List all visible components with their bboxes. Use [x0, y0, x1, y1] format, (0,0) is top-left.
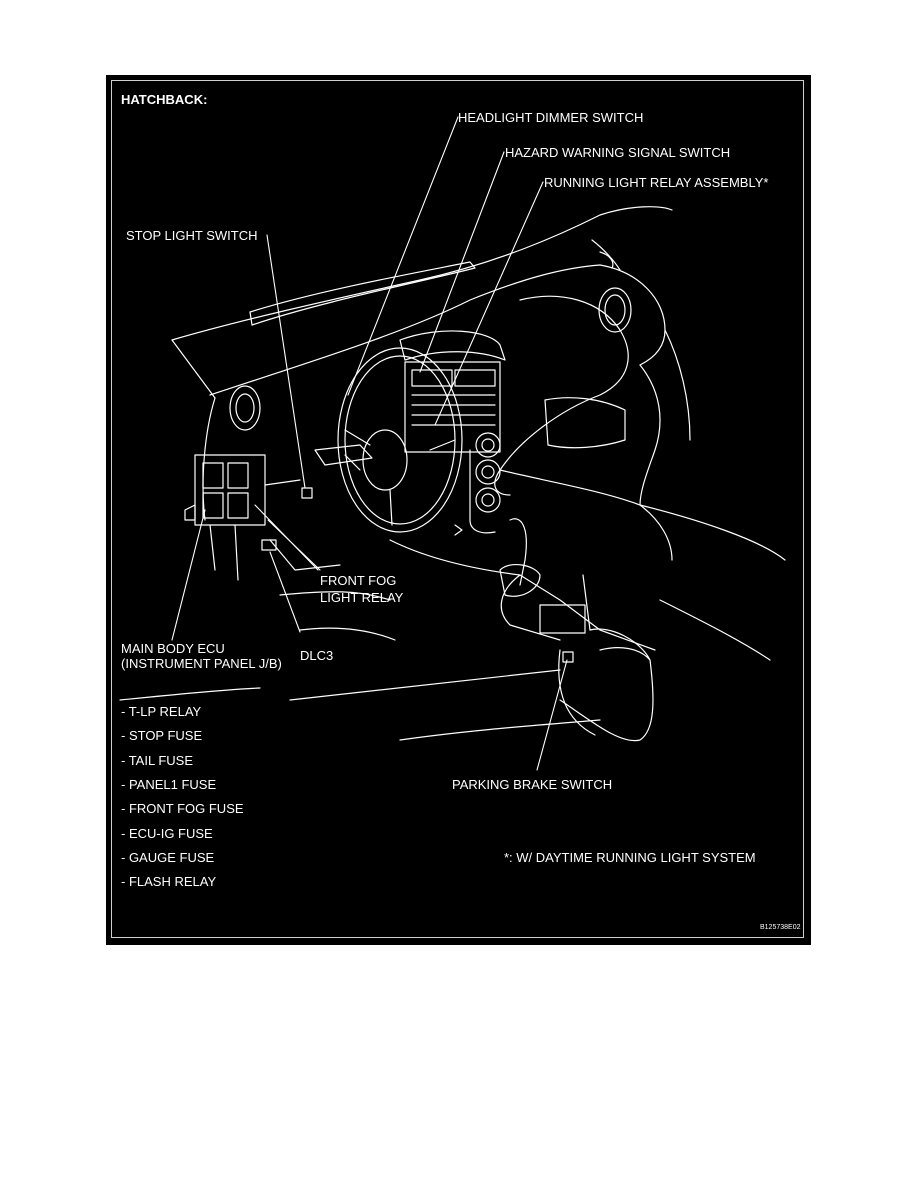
footnote: *: W/ DAYTIME RUNNING LIGHT SYSTEM — [504, 850, 756, 865]
label-front-fog-light-relay-line2: LIGHT RELAY — [320, 590, 404, 605]
label-main-body-ecu-line2: (INSTRUMENT PANEL J/B) — [121, 656, 282, 671]
label-main-body-ecu-line1: MAIN BODY ECU — [121, 641, 225, 656]
center-console — [399, 330, 506, 536]
steering-wheel — [314, 347, 463, 533]
main-body-ecu-shape — [184, 454, 574, 663]
list-item: - TAIL FUSE — [121, 753, 193, 768]
list-item: - FLASH RELAY — [121, 874, 217, 889]
label-front-fog-light-relay-line1: FRONT FOG — [320, 573, 397, 588]
list-item: - GAUGE FUSE — [121, 850, 215, 865]
list-item: - T-LP RELAY — [121, 704, 202, 719]
leader-lines — [171, 116, 568, 771]
label-headlight-dimmer-switch: HEADLIGHT DIMMER SWITCH — [458, 110, 644, 125]
diagram-border — [111, 80, 804, 938]
figure-code: B125738E02 — [760, 924, 801, 931]
label-hazard-warning-signal-switch: HAZARD WARNING SIGNAL SWITCH — [505, 145, 731, 160]
floor-console — [119, 504, 786, 742]
label-dlc3: DLC3 — [300, 648, 334, 663]
label-stop-light-switch: STOP LIGHT SWITCH — [126, 228, 258, 243]
list-item: - STOP FUSE — [121, 728, 203, 743]
diagram-title: HATCHBACK: — [121, 92, 208, 107]
list-item: - FRONT FOG FUSE — [121, 801, 244, 816]
list-item: - PANEL1 FUSE — [121, 777, 217, 792]
label-parking-brake-switch: PARKING BRAKE SWITCH — [452, 777, 613, 792]
label-running-light-relay-assembly: RUNNING LIGHT RELAY ASSEMBLY* — [544, 175, 769, 190]
dashboard-outline — [171, 206, 691, 561]
list-item: - ECU-IG FUSE — [121, 826, 213, 841]
